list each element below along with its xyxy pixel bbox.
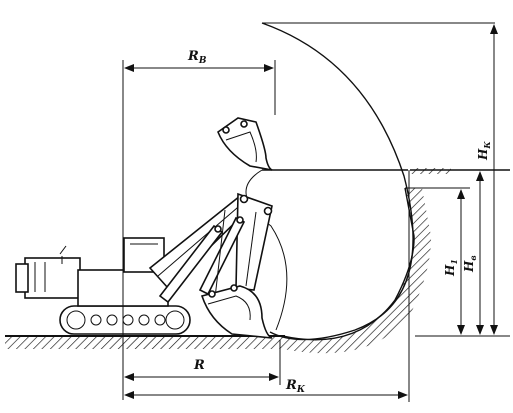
ground [5, 335, 285, 349]
stick [235, 192, 273, 291]
exhaust-stack [59, 245, 67, 255]
ground-hatching [5, 335, 283, 349]
counterweight [24, 257, 81, 299]
bucket-lower [200, 285, 273, 339]
bucket-upper-body [217, 117, 273, 171]
excavator [15, 192, 273, 339]
track-rollers [66, 310, 185, 330]
stick-cylinder [198, 216, 246, 296]
rv-label: RВ [187, 49, 207, 66]
bench-top-hatch [411, 168, 451, 174]
working-envelope [245, 22, 495, 341]
bank-hatching [283, 188, 432, 354]
hk-label: HК [476, 141, 492, 161]
rk-label: RК [285, 378, 306, 395]
bucket-upper [217, 117, 273, 171]
h1-label: H1 [443, 259, 459, 277]
crawler-track [59, 305, 191, 335]
digging-path-curve [245, 169, 288, 331]
r-label: R [193, 358, 205, 373]
max-reach-arc [261, 22, 414, 341]
hv-label: Hв [462, 255, 478, 273]
rear-block [15, 263, 29, 293]
